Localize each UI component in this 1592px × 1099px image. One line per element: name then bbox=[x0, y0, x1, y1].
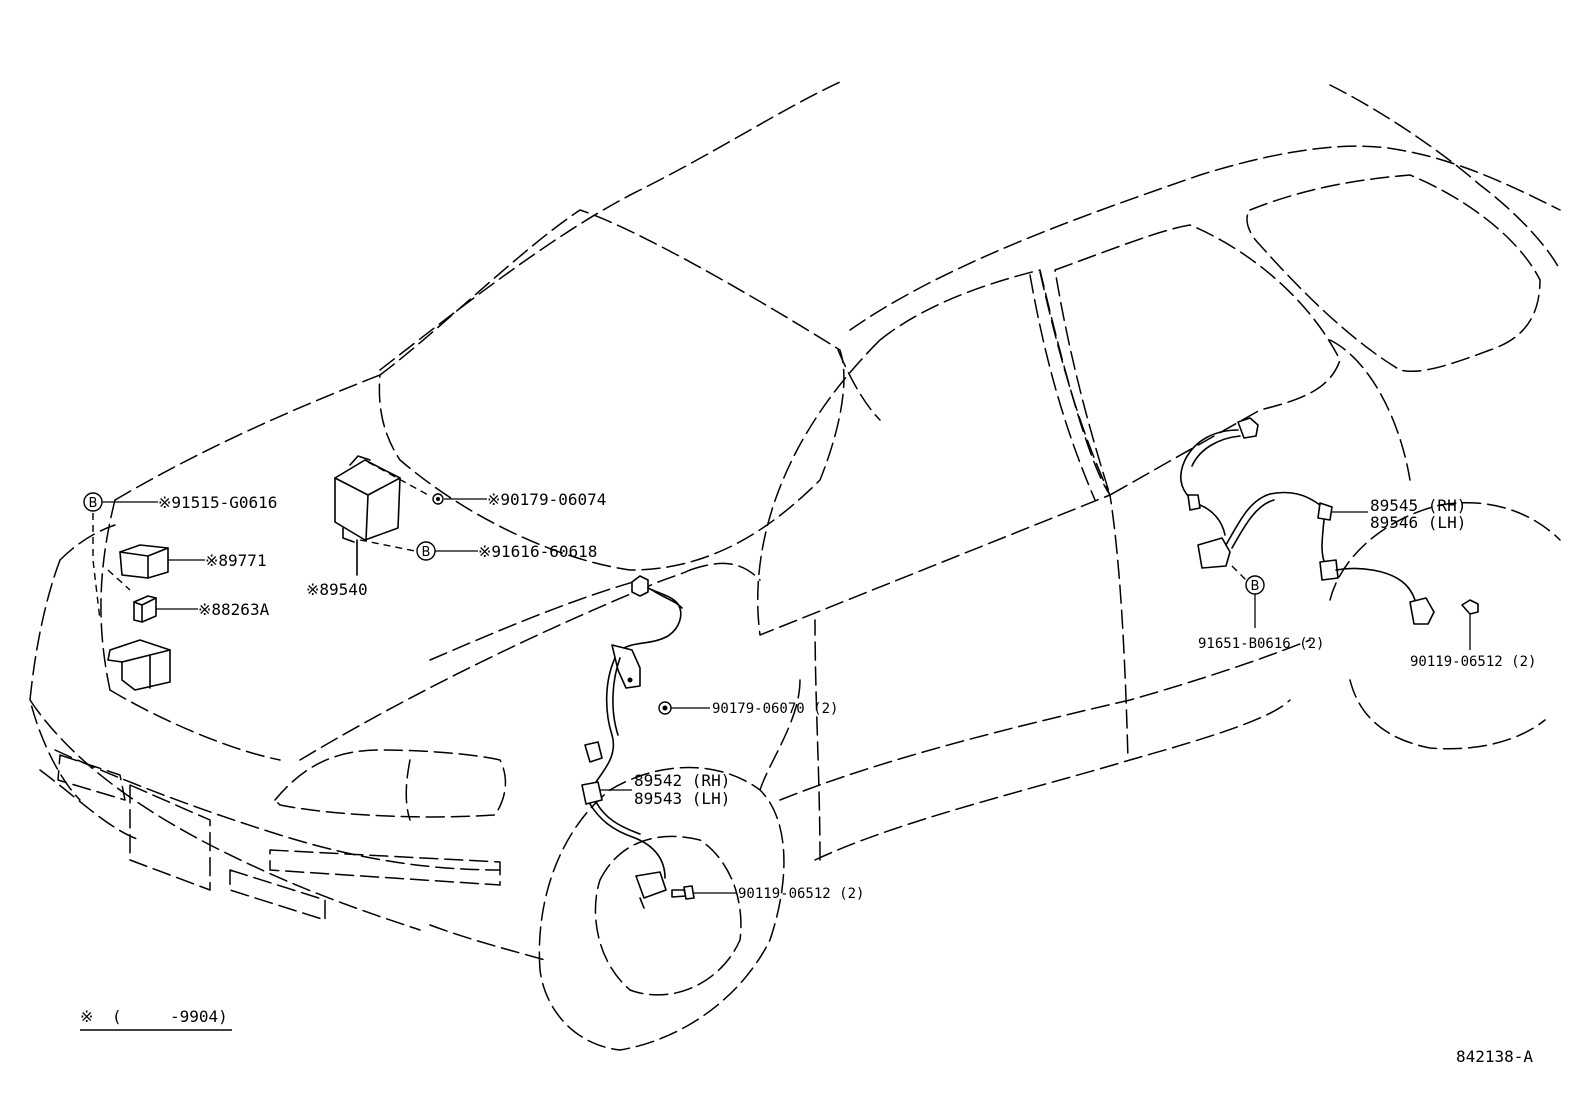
legend-mark: ※ bbox=[80, 1007, 93, 1026]
legend-note: ※ ( -9904) bbox=[80, 1007, 232, 1031]
callout-b-2: B bbox=[416, 541, 436, 561]
svg-text:※89771: ※89771 bbox=[205, 551, 267, 570]
label-90119-06512-front: 90119-06512 (2) bbox=[738, 886, 864, 902]
marked-prefix: ※ bbox=[158, 493, 171, 512]
svg-text:※91616-60618: ※91616-60618 bbox=[478, 542, 597, 561]
label-89542-rh: 89542 (RH) bbox=[634, 771, 730, 790]
label-91651-b0616: 91651-B0616 (2) bbox=[1198, 636, 1324, 652]
svg-text:※88263A: ※88263A bbox=[198, 600, 270, 619]
callout-b-1: B bbox=[83, 492, 103, 512]
label-90179-06074: 90179-06074 bbox=[500, 490, 606, 509]
car-body-outline bbox=[29, 81, 1561, 1051]
relay-bracket-part bbox=[107, 639, 171, 691]
svg-text:B: B bbox=[422, 545, 431, 560]
svg-text:※89540: ※89540 bbox=[306, 580, 368, 599]
label-90179-06070: 90179-06070 (2) bbox=[712, 701, 838, 717]
relay-group bbox=[92, 513, 171, 691]
svg-text:B: B bbox=[1251, 579, 1260, 594]
front-bolt-part bbox=[671, 885, 695, 900]
label-91515-g0616: 91515-G0616 bbox=[171, 493, 277, 512]
part-labels: ※91515-G0616 ※89771 ※88263A ※89540 ※9017… bbox=[158, 490, 1536, 902]
label-89771: 89771 bbox=[218, 551, 266, 570]
legend-open-paren: ( bbox=[112, 1007, 122, 1026]
label-90119-06512-rear: 90119-06512 (2) bbox=[1410, 654, 1536, 670]
front-nut-part bbox=[658, 701, 672, 715]
svg-text:B: B bbox=[89, 496, 98, 511]
front-speed-sensor-part bbox=[581, 575, 683, 909]
label-88263a: 88263A bbox=[211, 600, 269, 619]
diagram-id: 842138-A bbox=[1456, 1047, 1533, 1066]
relay-89771-part bbox=[119, 544, 169, 579]
abs-ecu-part bbox=[334, 455, 431, 576]
relay-88263a-part bbox=[133, 595, 157, 623]
svg-text:※90179-06074: ※90179-06074 bbox=[487, 490, 606, 509]
label-89543-lh: 89543 (LH) bbox=[634, 789, 730, 808]
rear-bolt-part bbox=[1461, 599, 1479, 650]
legend-range: -9904) bbox=[170, 1007, 228, 1026]
callout-b-3: B bbox=[1245, 575, 1265, 595]
label-91616-60618: 91616-60618 bbox=[491, 542, 597, 561]
rear-speed-sensor-part bbox=[1180, 417, 1435, 625]
label-89540: 89540 bbox=[319, 580, 367, 599]
label-89546-lh: 89546 (LH) bbox=[1370, 513, 1466, 532]
ecu-nut-part bbox=[432, 493, 444, 505]
svg-text:※91515-G0616: ※91515-G0616 bbox=[158, 493, 277, 512]
label-89545-rh: 89545 (RH) bbox=[1370, 496, 1466, 515]
leader-lines bbox=[102, 498, 1368, 894]
